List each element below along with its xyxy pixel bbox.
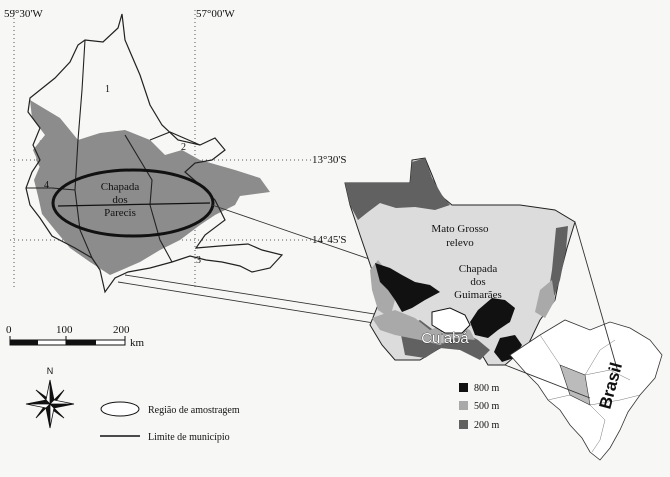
compass-north-label: N — [47, 366, 54, 376]
state-title-line2: relevo — [446, 237, 474, 249]
elevation-swatch-500 — [459, 401, 468, 410]
inset-connector-lines — [117, 204, 406, 329]
elevation-label-800: 800 m — [474, 383, 500, 394]
symbol-legend: Região de amostragem Limite de município — [100, 401, 240, 443]
city-label-cuiaba: Cuiabá — [421, 330, 469, 347]
municipality-boundary-outer — [25, 13, 284, 294]
coord-lon-west: 59°30'W — [4, 8, 43, 20]
detail-map: Chapada dos Parecis 1 2 3 4 59°30'W 57°0… — [4, 8, 347, 294]
cuiaba-area — [431, 307, 471, 334]
plateau-label-line1: Chapada — [459, 263, 498, 275]
region-label-line1: Chapada — [101, 181, 140, 193]
brazil-inset-map: Brasil — [504, 221, 663, 461]
elevation-legend: 800 m 500 m 200 m — [459, 383, 500, 431]
elevation-swatch-200 — [459, 420, 468, 429]
relief-200-north — [345, 158, 450, 220]
scale-tick-100: 100 — [56, 324, 73, 336]
scale-tick-0: 0 — [6, 324, 12, 336]
detail-relief-lobe — [36, 140, 60, 175]
compass-rose-icon: N — [25, 366, 75, 429]
legend-sampling-swatch — [100, 401, 140, 417]
scale-tick-200: 200 — [113, 324, 130, 336]
ellipse-chord-line — [57, 202, 211, 207]
coord-lat-north: 13°30'S — [312, 154, 347, 166]
scale-unit: km — [130, 337, 145, 349]
sampling-region-ellipse — [51, 168, 215, 238]
state-map: Mato Grosso relevo Chapada dos Guimarães… — [344, 157, 576, 366]
elevation-swatch-800 — [459, 383, 468, 392]
region-label-line2: dos — [112, 194, 127, 206]
plateau-label-line2: dos — [470, 276, 485, 288]
elevation-label-200: 200 m — [474, 420, 500, 431]
legend-boundary-label: Limite de município — [148, 432, 230, 443]
coord-lon-east: 57°00'W — [196, 8, 235, 20]
plateau-label-line3: Guimarães — [454, 289, 502, 301]
coord-lat-south: 14°45'S — [312, 234, 347, 246]
municipality-boundary-internal — [74, 39, 93, 259]
municipality-number-4: 4 — [44, 180, 49, 191]
state-title-line1: Mato Grosso — [431, 223, 489, 235]
scale-bar: 0 100 200 km — [6, 324, 145, 349]
elevation-label-500: 500 m — [474, 401, 500, 412]
brazil-connector-lines — [504, 221, 619, 399]
municipality-boundary-internal-4 — [26, 187, 76, 191]
detail-relief-area — [30, 100, 270, 275]
municipality-number-1: 1 — [105, 84, 110, 95]
legend-sampling-label: Região de amostragem — [148, 405, 240, 416]
municipality-boundary-internal-3 — [149, 131, 201, 146]
municipality-boundary-internal-2 — [124, 134, 173, 263]
relief-500-east — [535, 280, 555, 318]
relief-500-south — [372, 310, 475, 345]
relief-800-guimaraes — [470, 298, 515, 338]
relief-800-west — [375, 263, 440, 312]
municipality-number-2: 2 — [181, 142, 186, 153]
municipality-number-3: 3 — [196, 255, 201, 266]
region-label-line3: Parecis — [104, 207, 136, 219]
